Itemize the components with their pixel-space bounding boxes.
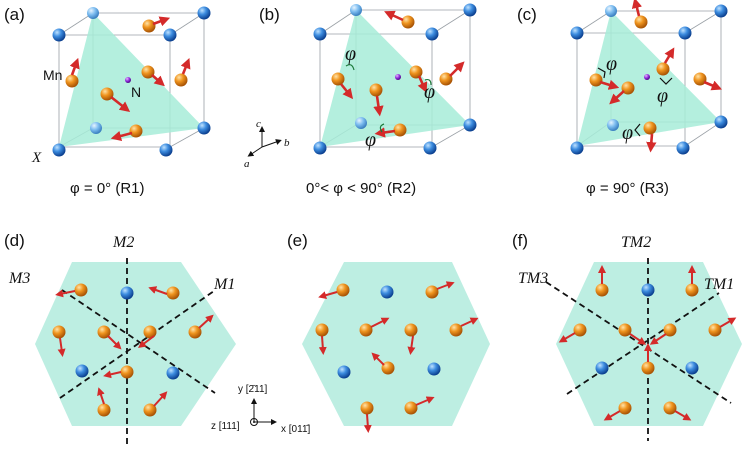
kagome-plane-b (320, 10, 470, 147)
phi-angles-c (597, 67, 673, 137)
panel-b: (b) (259, 3, 477, 197)
phi-label-c3: φ (622, 122, 633, 144)
moments-c (599, 0, 722, 153)
caption-c: φ = 90° (R3) (586, 180, 669, 197)
moments-e (318, 281, 479, 433)
n-atom-c (644, 74, 650, 80)
x-label: X (31, 150, 42, 166)
panel-a: (a) (4, 5, 211, 197)
kagome-plane-a (59, 13, 204, 147)
mn-atoms-f (573, 283, 722, 415)
hex-axis-x-label: x [011̄] (281, 424, 310, 435)
panel-c-label: (c) (517, 5, 537, 24)
mn-atoms-a (65, 19, 188, 138)
moments-f (558, 265, 737, 421)
hex-axis-z-label: z [111] (211, 421, 240, 432)
phi-angles-b (345, 64, 432, 133)
phi-label-b2: φ (424, 81, 435, 103)
mn-atoms-d (52, 283, 202, 417)
panel-d: (d) (4, 231, 236, 447)
hexagon-e (302, 262, 490, 426)
x-atoms-f (595, 283, 699, 375)
phi-label-b1: φ (345, 43, 356, 65)
mirror-label-d-m3: M3 (8, 270, 30, 287)
panel-e-label: (e) (287, 231, 308, 250)
mn-atoms-c (589, 15, 707, 135)
mirror-label-f-tm2: TM2 (621, 234, 651, 251)
axis-a-label: a (244, 158, 250, 170)
n-atom-a (125, 77, 131, 83)
panel-b-label: (b) (259, 5, 280, 24)
hex-axis-y-label: y [2̄11] (238, 384, 267, 395)
x-atoms-e (337, 285, 441, 379)
x-atoms-c (570, 4, 728, 155)
cubic-axes: c b a (244, 118, 290, 170)
panel-a-label: (a) (4, 5, 25, 24)
phi-label-c1: φ (606, 53, 617, 75)
mirror-label-d-m1: M1 (213, 276, 235, 293)
moments-d (55, 286, 214, 407)
moments-b (339, 10, 465, 138)
hex-axes: y [2̄11] z [111] x [011̄] (211, 384, 310, 435)
phi-label-c2: φ (657, 85, 668, 107)
panel-f-label: (f) (512, 231, 528, 250)
mn-label: Mn (43, 67, 62, 83)
panel-e: (e) (287, 231, 490, 433)
n-atom-b (395, 74, 401, 80)
hexagon-d (35, 262, 236, 426)
x-atoms-d (75, 286, 180, 380)
axis-b-label: b (284, 137, 290, 149)
x-atoms-b (313, 3, 477, 155)
mirror-label-f-tm3: TM3 (518, 270, 548, 287)
caption-b: 0°< φ < 90° (R2) (306, 180, 416, 197)
mirror-label-d-m2: M2 (112, 234, 134, 251)
moments-a (69, 16, 191, 142)
panel-d-label: (d) (4, 231, 25, 250)
mirror-label-f-tm1: TM1 (704, 276, 734, 293)
mn-atoms-e (315, 283, 463, 415)
caption-a: φ = 0° (R1) (70, 180, 145, 197)
phi-label-b3: φ (365, 129, 376, 151)
axis-c-label: c (256, 118, 261, 130)
n-label: N (131, 84, 141, 100)
panel-f: (f) (512, 231, 742, 441)
mn-atoms-b (331, 15, 453, 137)
panel-c: (c) (517, 0, 728, 197)
x-atoms-a (52, 6, 211, 157)
